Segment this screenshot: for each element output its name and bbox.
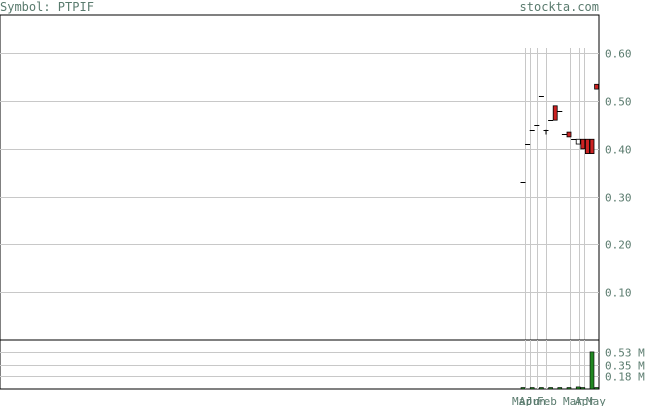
volume-bars bbox=[520, 351, 599, 390]
x-tick-label: Feb bbox=[537, 395, 557, 406]
x-tick-label: Apr bbox=[575, 395, 595, 406]
site-label: stockta.com bbox=[520, 0, 599, 14]
volume-tick-label: 0.18 M bbox=[605, 371, 645, 384]
x-tick-label: Apr bbox=[519, 395, 539, 406]
price-axis: 0.60 0.50 0.40 0.30 0.20 0.10 bbox=[605, 48, 632, 300]
candle-body bbox=[594, 83, 599, 90]
volume-bar bbox=[580, 387, 586, 390]
symbol-label: Symbol: PTPIF bbox=[0, 0, 94, 14]
volume-bar bbox=[557, 387, 563, 390]
price-tick-label: 0.40 bbox=[605, 144, 632, 157]
price-tick-label: 0.10 bbox=[605, 287, 632, 300]
volume-frame bbox=[0, 339, 600, 390]
price-tick-label: 0.30 bbox=[605, 192, 632, 205]
candle-body bbox=[585, 138, 590, 155]
volume-axis: 0.53 M0.35 M0.18 M bbox=[605, 347, 645, 384]
candle-body bbox=[566, 131, 572, 138]
volume-tick-label: 0.35 M bbox=[605, 360, 645, 373]
x-tick-label: Jun bbox=[526, 395, 546, 406]
candle-body bbox=[589, 138, 595, 155]
price-tick-label: 0.60 bbox=[605, 48, 632, 61]
volume-bar bbox=[566, 387, 572, 390]
candle-body bbox=[575, 138, 581, 145]
price-grid bbox=[0, 53, 599, 293]
price-tick-label: 0.50 bbox=[605, 96, 632, 109]
volume-bar bbox=[548, 387, 553, 390]
price-panel: 0.60 0.50 0.40 0.30 0.20 0.10 bbox=[0, 14, 632, 341]
volume-tick-label: 0.53 M bbox=[605, 347, 645, 360]
price-frame bbox=[0, 14, 600, 341]
price-tick-label: 0.20 bbox=[605, 239, 632, 252]
price-vertical-lines bbox=[525, 48, 585, 340]
volume-bar bbox=[529, 387, 535, 390]
volume-bar bbox=[539, 387, 544, 390]
x-tick-label: Mar bbox=[512, 395, 532, 406]
candles bbox=[520, 83, 599, 183]
volume-vertical-lines bbox=[525, 340, 585, 389]
volume-bar bbox=[520, 387, 526, 390]
candle-body bbox=[552, 105, 558, 121]
volume-bar bbox=[594, 387, 599, 390]
volume-bar bbox=[589, 351, 595, 390]
volume-panel: 0.53 M0.35 M0.18 M bbox=[0, 339, 645, 390]
x-tick-label: Mar bbox=[563, 395, 583, 406]
x-tick-label: May bbox=[586, 395, 606, 406]
candle-body bbox=[580, 138, 586, 150]
volume-grid bbox=[0, 352, 599, 377]
volume-bar bbox=[575, 386, 581, 390]
